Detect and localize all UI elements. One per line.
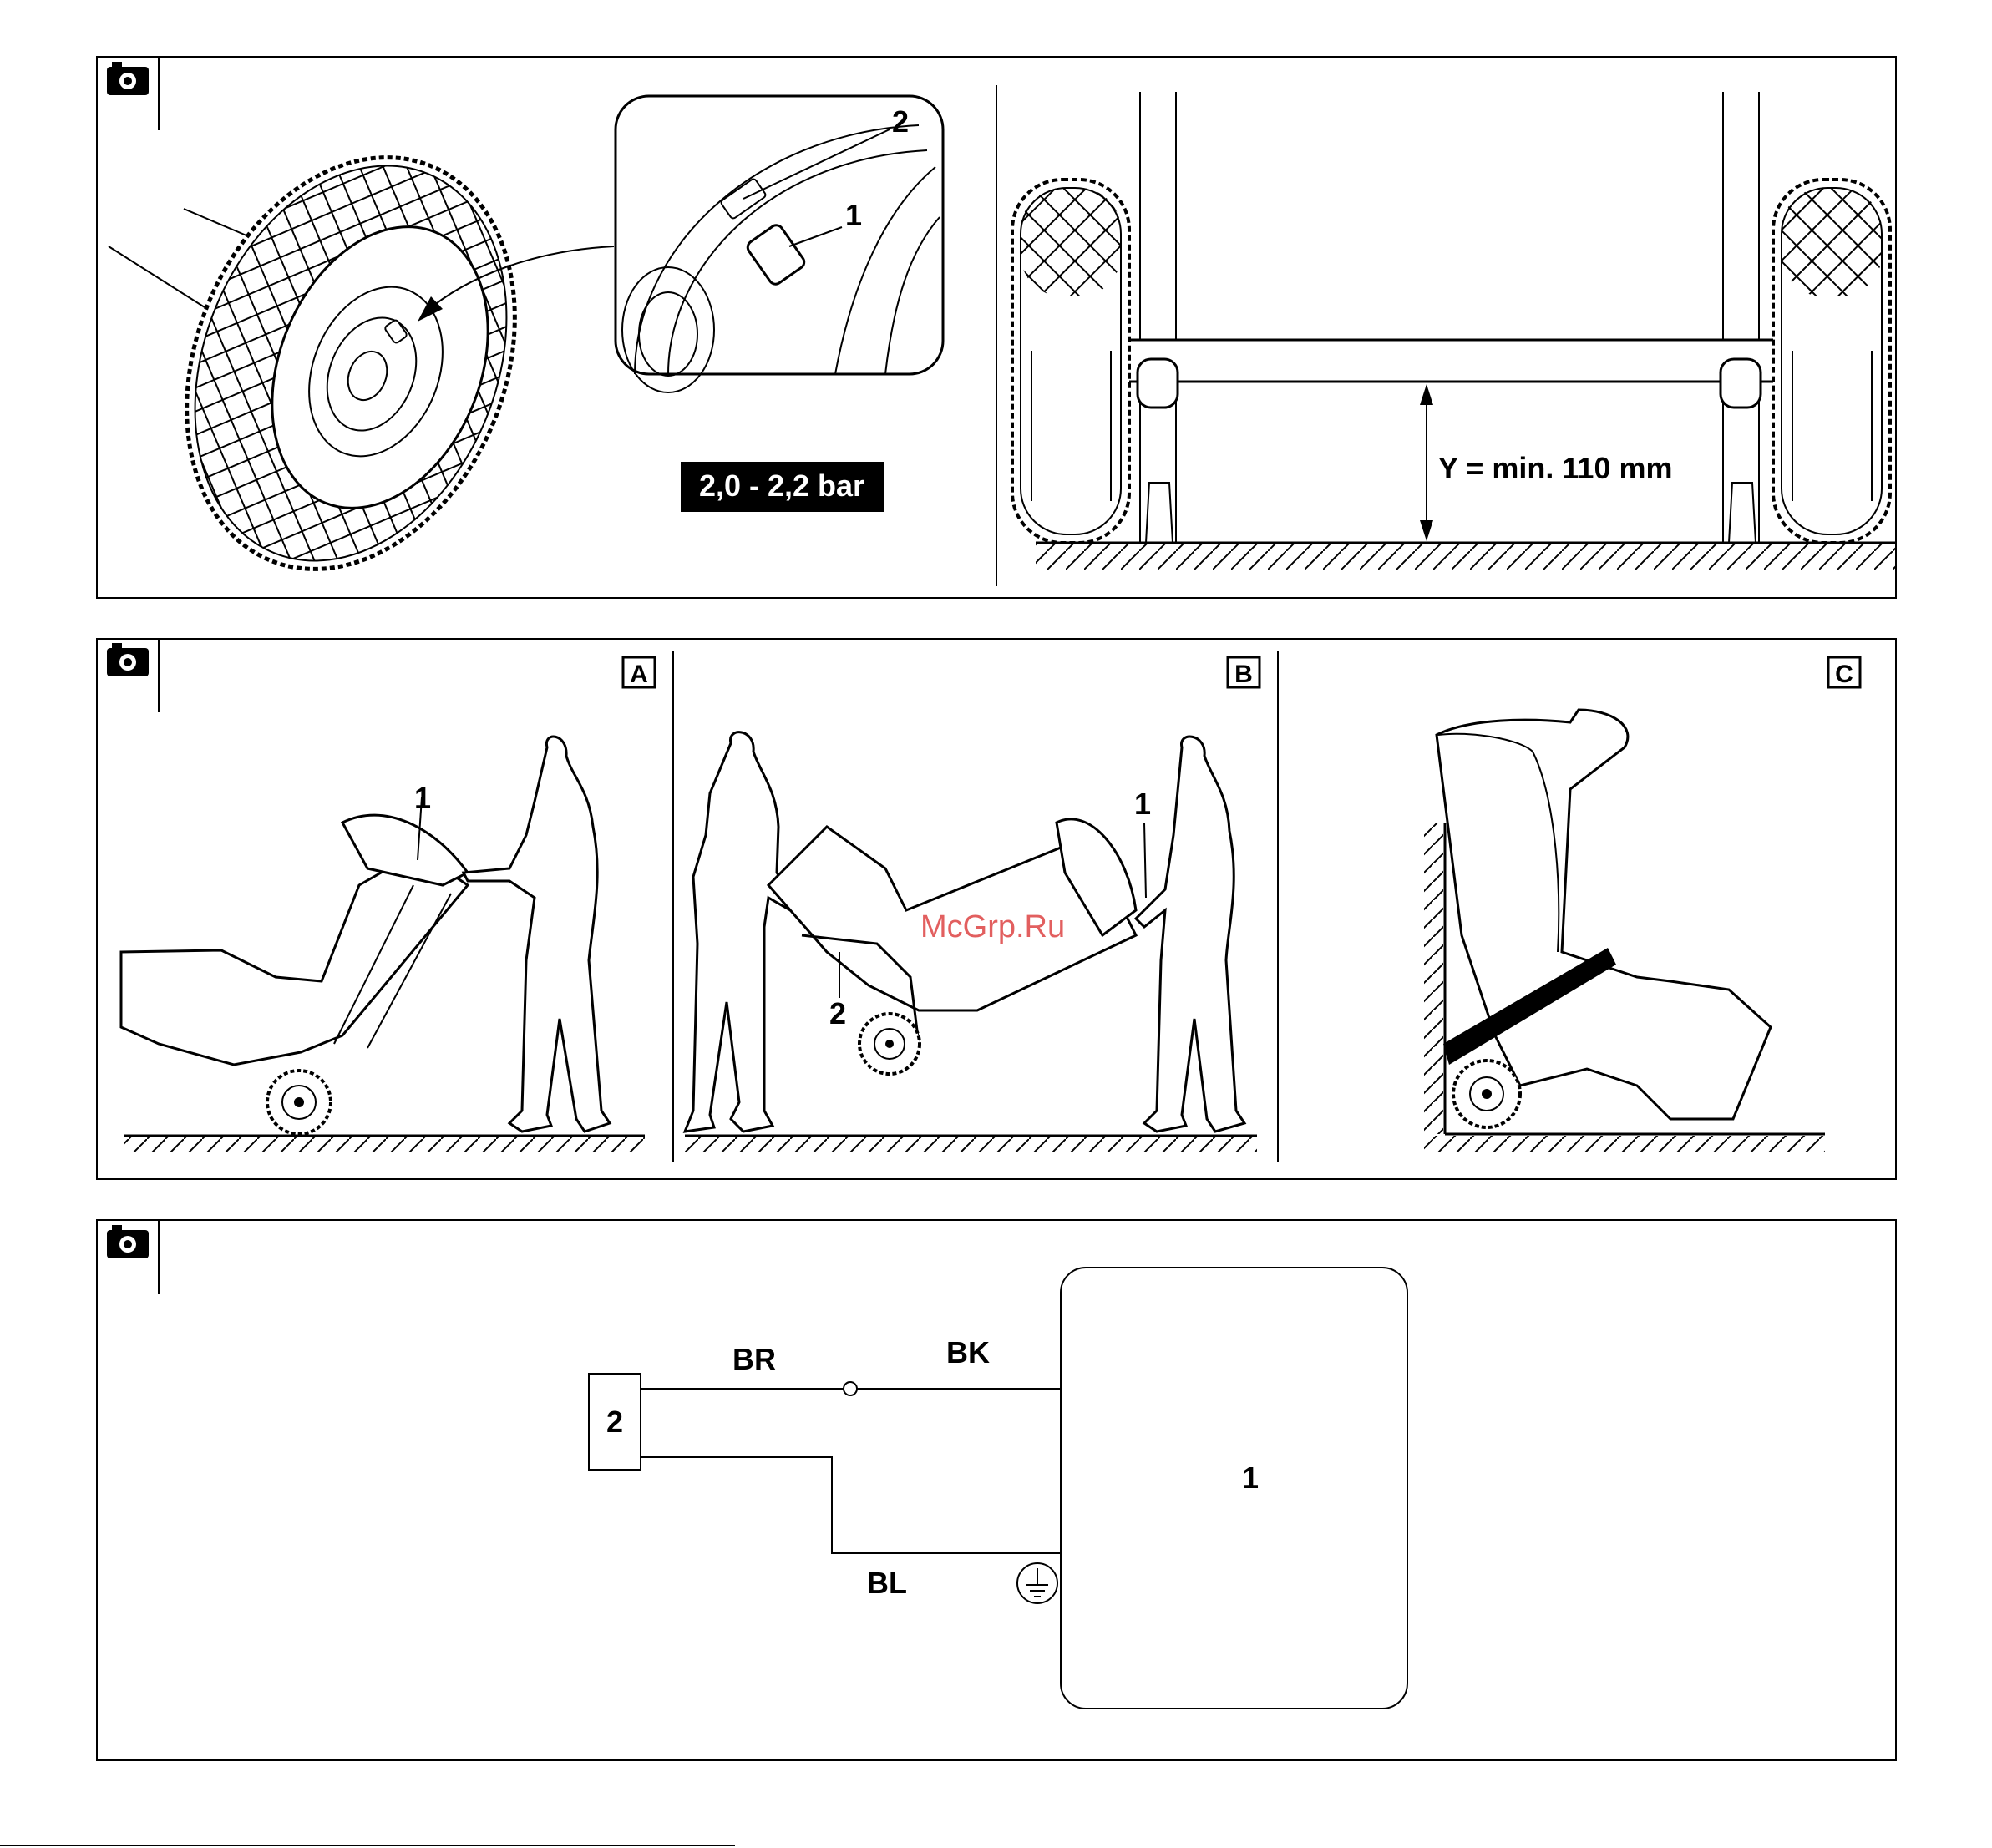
tire-illustration [109, 108, 614, 618]
wire-br-label: BR [732, 1342, 776, 1376]
camera-icon [97, 639, 159, 712]
pressure-label: 2,0 - 2,2 bar [699, 468, 864, 503]
view-c-illustration [1424, 710, 1825, 1152]
view-b-callout-1: 1 [1134, 787, 1151, 821]
view-label-b: B [1234, 661, 1253, 688]
wire-bl [641, 1457, 1061, 1553]
wire-bk-label: BK [946, 1335, 990, 1370]
component-1-label: 1 [1242, 1461, 1259, 1495]
view-a-illustration: 1 [121, 737, 645, 1152]
panel-transport-steps: A B C 1 [97, 639, 1896, 1179]
view-label-a: A [630, 661, 648, 688]
component-1-box [1061, 1268, 1407, 1709]
callout-2: 2 [892, 104, 909, 139]
callout-1: 1 [845, 198, 862, 232]
panel-tire-pressure: 2 1 2,0 - 2,2 bar [97, 57, 1896, 619]
view-label-c: C [1835, 661, 1853, 688]
watermark: McGrp.Ru [920, 909, 1065, 944]
connector-junction [844, 1382, 857, 1395]
wire-bl-label: BL [867, 1566, 907, 1600]
view-b-callout-2: 2 [829, 996, 846, 1030]
clearance-label: Y = min. 110 mm [1438, 451, 1673, 485]
camera-icon [97, 1220, 159, 1294]
axle-clearance-drawing: Y = min. 110 mm [1012, 92, 1896, 570]
camera-icon [97, 57, 159, 130]
panel-wiring-diagram: 2 1 BR BK BL [97, 1220, 1896, 1760]
view-b-illustration: 1 2 McGrp.Ru [685, 732, 1257, 1152]
component-2-label: 2 [606, 1405, 623, 1439]
ground-symbol-icon [1017, 1563, 1057, 1603]
view-a-callout-1: 1 [414, 781, 431, 815]
valve-detail-inset: 2 1 [616, 96, 943, 392]
